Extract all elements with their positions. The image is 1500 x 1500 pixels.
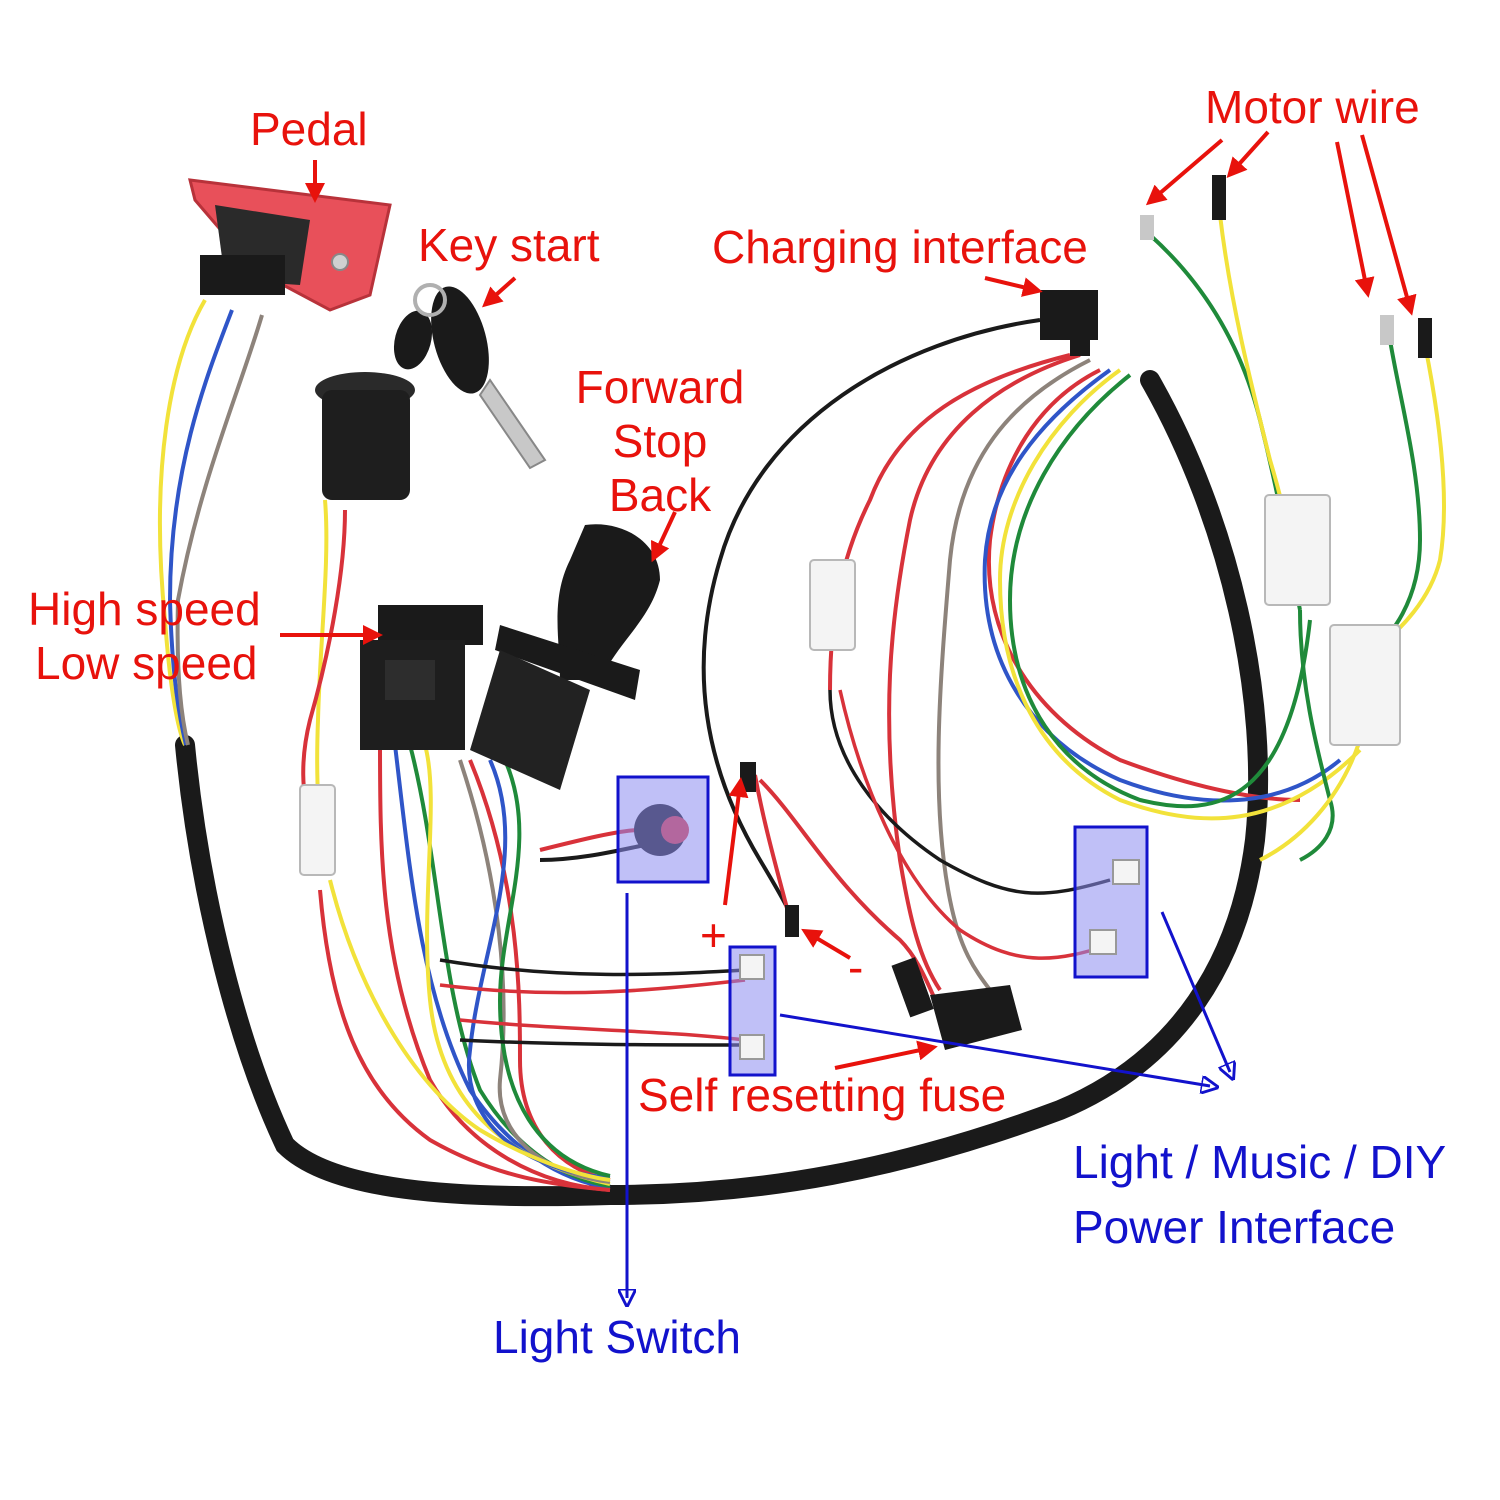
stop-label: Stop xyxy=(612,415,708,467)
light-switch-highlight-box xyxy=(616,775,710,884)
power-interface-arrow-right xyxy=(1160,911,1230,1072)
motor-wire-arrow-3 xyxy=(1335,141,1375,298)
motor-wire-yellow-right xyxy=(1378,344,1447,647)
connector-white-left xyxy=(299,784,336,876)
charging-interface-label: Charging interface xyxy=(712,221,1088,273)
pedal-wire-gray xyxy=(175,314,264,746)
motor-wire-arrow-2 xyxy=(1226,130,1270,178)
pedal-component xyxy=(188,178,392,312)
harness-sheath xyxy=(175,370,1269,1207)
charging-interface-arrow xyxy=(984,276,1043,297)
speed-switch-component xyxy=(360,605,483,750)
power-interface-label-line1: Light / Music / DIY xyxy=(1073,1136,1447,1188)
key-start-label: Key start xyxy=(418,219,600,271)
pedal-label: Pedal xyxy=(250,103,368,155)
pedal-wire-blue xyxy=(167,309,234,746)
direction-arrow xyxy=(650,511,677,563)
pedal-wire-yellow xyxy=(157,298,207,746)
light-switch-label: Light Switch xyxy=(493,1311,742,1363)
motor-wire-arrow-4 xyxy=(1360,134,1417,316)
plus-sign-label: + xyxy=(700,909,727,961)
charging-wire-black xyxy=(701,318,1041,937)
motor-wire-green-right xyxy=(1369,339,1423,652)
key-start-arrow xyxy=(482,276,517,308)
motor-wire-arrow-1 xyxy=(1145,138,1224,206)
power-interface-arrow-left xyxy=(779,1013,1210,1086)
back-label: Back xyxy=(608,469,712,521)
charging-port-component xyxy=(1040,290,1098,356)
minus-arrow xyxy=(801,928,852,960)
forward-label: Forward xyxy=(575,361,745,413)
fuse-component xyxy=(891,957,1022,1050)
connector-white-mid xyxy=(809,559,856,651)
high-speed-label: High speed xyxy=(28,583,261,635)
key-ignition-component xyxy=(315,283,547,500)
direction-shifter-component xyxy=(470,524,660,790)
motor-wire-label: Motor wire xyxy=(1205,81,1420,133)
connector-white-right-top xyxy=(1264,494,1331,606)
minus-sign-label: - xyxy=(848,941,864,993)
power-interface-label-line2: Power Interface xyxy=(1073,1201,1396,1253)
connector-white-right-bottom xyxy=(1329,624,1401,746)
plus-arrow xyxy=(723,777,749,906)
fuse-arrow xyxy=(834,1040,938,1070)
self-resetting-fuse-label: Self resetting fuse xyxy=(638,1069,1007,1121)
low-speed-label: Low speed xyxy=(35,637,258,689)
